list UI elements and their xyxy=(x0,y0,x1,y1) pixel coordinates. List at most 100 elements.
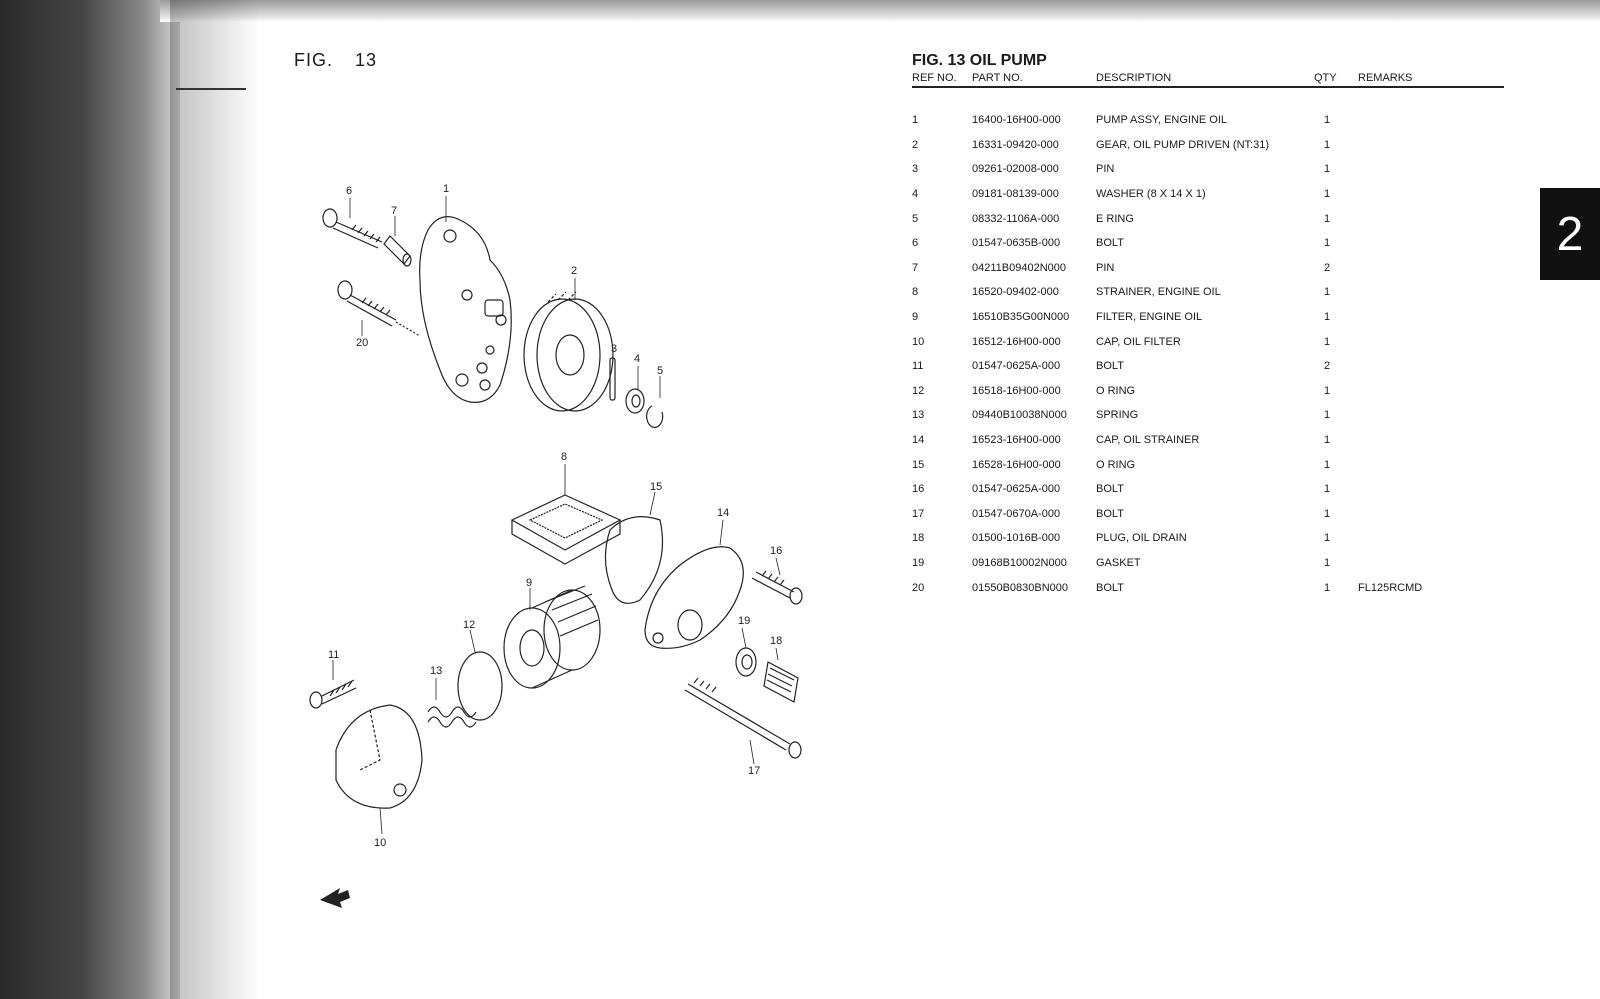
cell-qty: 1 xyxy=(1324,311,1331,324)
cell-ref: 18 xyxy=(912,532,925,545)
cell-qty: 1 xyxy=(1324,188,1331,201)
cell-part: 16520-09402-000 xyxy=(972,286,1059,299)
washer-4-drawing xyxy=(625,388,645,414)
exploded-parts-diagram: 6 1 7 2 20 3 4 5 8 15 14 16 9 12 19 18 1… xyxy=(300,170,840,910)
cell-part: 09181-08139-000 xyxy=(972,188,1059,201)
cell-desc: PIN xyxy=(1096,163,1115,176)
callout-5: 5 xyxy=(657,365,663,377)
cell-qty: 1 xyxy=(1324,212,1331,225)
cell-part: 09168B10002N000 xyxy=(972,556,1067,569)
cell-desc: GEAR, OIL PUMP DRIVEN (NT:31) xyxy=(1096,138,1269,151)
cell-part: 16510B35G00N000 xyxy=(972,311,1070,324)
cell-part: 16528-16H00-000 xyxy=(972,458,1061,471)
cell-part: 01547-0670A-000 xyxy=(972,507,1061,520)
cell-desc: E RING xyxy=(1096,212,1134,225)
header-qty: QTY xyxy=(1314,72,1337,84)
cell-ref: 7 xyxy=(912,261,919,274)
cell-desc: SPRING xyxy=(1096,409,1139,422)
callout-4: 4 xyxy=(634,353,640,365)
cell-qty: 1 xyxy=(1324,507,1331,520)
bolt-11-drawing xyxy=(309,679,357,709)
cell-part: 09261-02008-000 xyxy=(972,163,1059,176)
bolt-16-drawing xyxy=(751,570,803,605)
callout-17: 17 xyxy=(748,765,760,777)
pin-3-drawing xyxy=(609,357,616,401)
header-remarks: REMARKS xyxy=(1358,72,1413,84)
figure-number: 13 xyxy=(355,50,378,70)
cell-desc: PIN xyxy=(1096,261,1115,274)
long-bolt-17-drawing xyxy=(684,677,802,759)
strainer-cap-14-drawing xyxy=(644,546,744,649)
pin-7-drawing xyxy=(383,235,412,267)
table-row: 9 16510B35G00N000 FILTER, ENGINE OIL 1 xyxy=(912,305,1504,330)
cell-ref: 6 xyxy=(912,237,919,250)
cell-desc: O RING xyxy=(1096,458,1136,471)
figure-label-text: FIG. xyxy=(294,50,333,70)
bolt-6-drawing xyxy=(322,208,383,249)
o-ring-15-drawing xyxy=(604,516,664,604)
cell-ref: 20 xyxy=(912,581,925,594)
cell-qty: 1 xyxy=(1324,138,1331,151)
cell-desc: PLUG, OIL DRAIN xyxy=(1096,532,1187,545)
callout-8: 8 xyxy=(561,451,567,463)
cell-desc: BOLT xyxy=(1096,483,1124,496)
cell-desc: WASHER (8 X 14 X 1) xyxy=(1096,188,1206,201)
cell-part: 08332-1106A-000 xyxy=(972,212,1060,225)
callout-11: 11 xyxy=(328,649,339,661)
cell-ref: 9 xyxy=(912,311,919,324)
callout-16: 16 xyxy=(770,545,782,557)
callout-7: 7 xyxy=(391,205,397,217)
cell-qty: 1 xyxy=(1324,434,1331,447)
cell-desc: BOLT xyxy=(1096,581,1124,594)
pump-body-1-drawing xyxy=(419,216,512,403)
callout-20: 20 xyxy=(356,337,368,349)
cell-qty: 1 xyxy=(1324,483,1331,496)
driven-gear-2-drawing xyxy=(523,291,614,412)
cell-part: 09440B10038N000 xyxy=(972,409,1067,422)
figure-label: FIG. 13 xyxy=(294,50,377,71)
oil-filter-9-drawing xyxy=(503,585,601,689)
header-part-no: PART NO. xyxy=(972,72,1023,84)
strainer-8-drawing xyxy=(510,494,622,565)
cell-ref: 13 xyxy=(912,409,925,422)
callout-3: 3 xyxy=(611,343,617,355)
parts-list-header: REF NO. PART NO. DESCRIPTION QTY REMARKS xyxy=(912,72,1504,88)
drain-plug-18-drawing xyxy=(763,661,799,703)
callout-6: 6 xyxy=(346,185,352,197)
cell-qty: 1 xyxy=(1324,532,1331,545)
cell-desc: FILTER, ENGINE OIL xyxy=(1096,311,1203,324)
cell-desc: CAP, OIL FILTER xyxy=(1096,335,1181,348)
cell-desc: BOLT xyxy=(1096,237,1124,250)
cell-part: 01547-0625A-000 xyxy=(972,483,1061,496)
cell-qty: 1 xyxy=(1324,237,1331,250)
cell-part: 16400-16H00-000 xyxy=(972,114,1061,127)
parts-list: FIG. 13 OIL PUMP REF NO. PART NO. DESCRI… xyxy=(912,52,1504,600)
callout-18: 18 xyxy=(770,635,782,647)
cell-qty: 1 xyxy=(1324,286,1331,299)
callout-10: 10 xyxy=(374,837,386,849)
callout-13: 13 xyxy=(430,665,442,677)
section-tab: 2 xyxy=(1540,188,1600,280)
cell-qty: 1 xyxy=(1324,384,1331,397)
cell-part: 01547-0625A-000 xyxy=(972,360,1061,373)
cell-qty: 1 xyxy=(1324,114,1331,127)
callout-19: 19 xyxy=(738,615,750,627)
callout-14: 14 xyxy=(717,507,729,519)
e-ring-5-drawing xyxy=(646,405,664,428)
cell-part: 04211B09402N000 xyxy=(972,261,1066,274)
cell-qty: 1 xyxy=(1324,581,1331,594)
gasket-19-drawing xyxy=(735,647,757,677)
